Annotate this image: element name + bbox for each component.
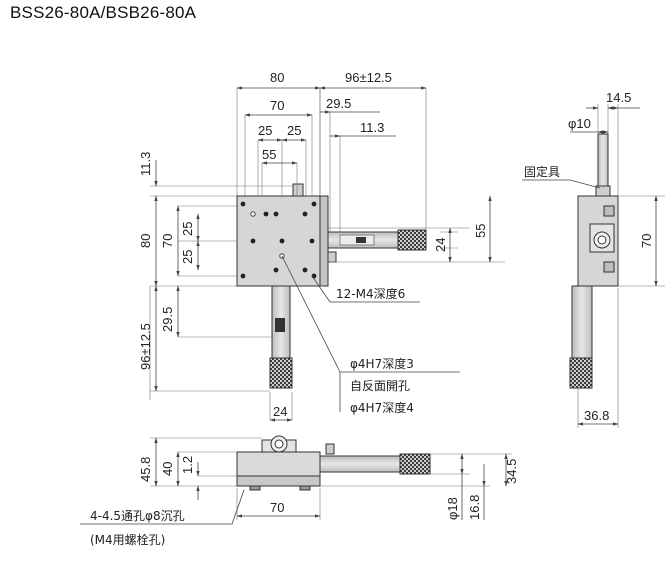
dim-40: 40 xyxy=(160,462,175,476)
dim-16-8: 16.8 xyxy=(467,495,482,520)
dim-34-5: 34.5 xyxy=(504,459,519,484)
front-base xyxy=(236,475,321,487)
note-pin-hole-2: φ4H7深度4 xyxy=(350,400,414,415)
dim-width-80: 80 xyxy=(270,70,284,85)
tapped-holes xyxy=(240,201,317,279)
micrometer-bottom-thimble xyxy=(269,357,293,389)
stage-table xyxy=(236,195,321,287)
dim-11-3-right: 11.3 xyxy=(360,120,384,135)
dim-29-5-vertical: 29.5 xyxy=(160,307,175,332)
dim-stroke-96-vertical: 96±12.5 xyxy=(138,323,153,370)
note-bolt-holes: (M4用螺栓孔) xyxy=(90,532,165,547)
clamp-block xyxy=(292,183,304,197)
dim-29-5: 29.5 xyxy=(326,96,351,111)
dim-phi-18: φ18 xyxy=(445,497,460,520)
pin-holes xyxy=(250,211,285,259)
front-stage xyxy=(236,451,321,477)
dim-front-70: 70 xyxy=(270,500,284,515)
dim-height-25b: 25 xyxy=(180,250,195,264)
stage-base-edge xyxy=(319,195,329,287)
dim-phi-10: φ10 xyxy=(568,116,591,131)
label-clamp: 固定具 xyxy=(524,164,560,179)
top-view: 80 70 25 25 55 96±12.5 29.5 11.3 11.3 80… xyxy=(138,70,505,422)
dim-width-25b: 25 xyxy=(287,123,301,138)
dim-width-25a: 25 xyxy=(258,123,272,138)
dim-width-55: 55 xyxy=(262,147,276,162)
dim-55: 55 xyxy=(473,224,488,238)
note-mounting-holes: 4-4.5通孔φ8沉孔 xyxy=(90,509,185,523)
dim-45-8: 45.8 xyxy=(138,457,153,482)
dim-height-70: 70 xyxy=(160,234,175,248)
micrometer-right-thimble xyxy=(397,229,427,251)
dim-height-80: 80 xyxy=(138,234,153,248)
side-micrometer-sleeve xyxy=(571,285,593,359)
dim-side-70: 70 xyxy=(639,234,654,248)
note-through: 自反面開孔 xyxy=(350,379,410,393)
dim-micrometer-24: 24 xyxy=(433,238,448,252)
front-view: 45.8 40 1.2 70 φ18 16.8 34.5 4-4.5通孔φ8沉孔… xyxy=(80,435,519,547)
dim-14-5: 14.5 xyxy=(606,90,631,105)
page-title: BSS26-80A/BSB26-80A xyxy=(10,3,197,22)
dim-11-3-left: 11.3 xyxy=(138,152,153,176)
dim-36-8: 36.8 xyxy=(584,408,609,423)
front-micrometer-thimble xyxy=(399,453,431,475)
side-micrometer-thimble xyxy=(569,357,593,389)
front-micrometer-sleeve xyxy=(319,455,401,473)
note-tapped-holes: 12-M4深度6 xyxy=(336,286,405,301)
dim-height-25a: 25 xyxy=(180,222,195,236)
dim-bottom-24: 24 xyxy=(273,404,287,419)
dim-1-2: 1.2 xyxy=(180,456,195,474)
dim-width-70: 70 xyxy=(270,98,284,113)
note-pin-hole: φ4H7深度3 xyxy=(350,356,414,371)
dim-stroke-96: 96±12.5 xyxy=(345,70,392,85)
side-view: 14.5 φ10 固定具 70 36.8 xyxy=(522,90,665,428)
